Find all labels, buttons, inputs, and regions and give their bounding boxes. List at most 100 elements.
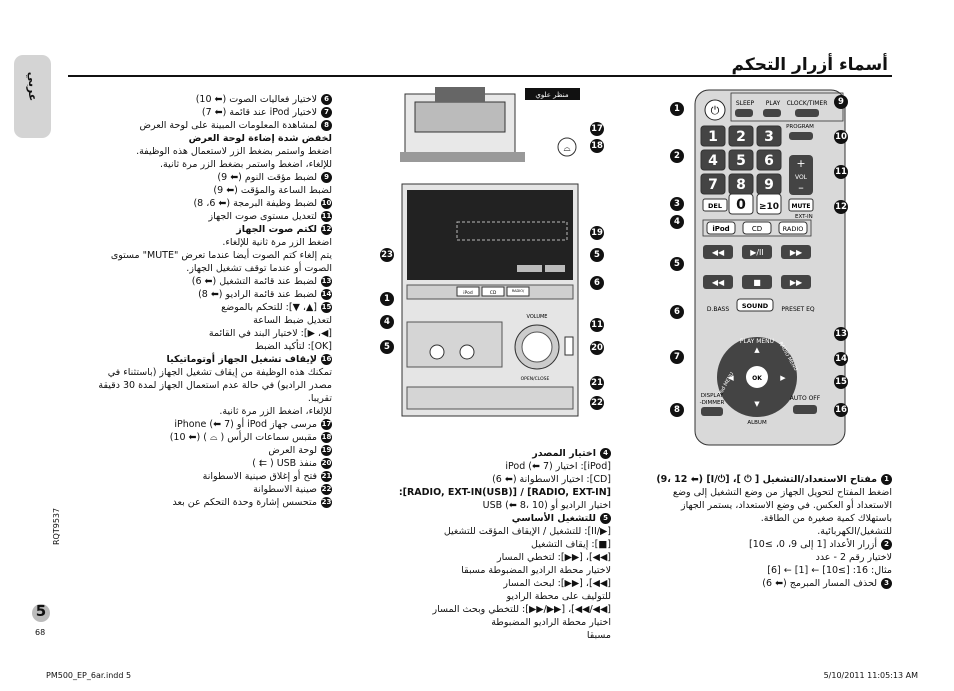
column-right: 1مفتاح الاستعداد/التشغيل [ ⏻ ]، [⏻/I] (⬅… — [630, 473, 892, 590]
item-text: مسبقا — [586, 630, 611, 641]
digit-label-6: 7 — [708, 177, 718, 193]
callout-14: 14 — [834, 352, 848, 366]
item-text: لكتم صوت الجهاز — [236, 224, 317, 235]
item-text: صينية الاسطوانة — [253, 484, 317, 495]
col-line: اضغط المفتاح لتحويل الجهاز من وضع التشغي… — [630, 486, 892, 499]
item-text: [CD]: اختيار الاسطوانة (⬅ 6) — [492, 474, 611, 485]
digit-key-4 — [728, 149, 754, 171]
item-text: [◀◀]، [▶▶]: لتخطي المسار — [497, 552, 611, 563]
svg-text:MUTE: MUTE — [791, 203, 810, 210]
digit-key-3 — [700, 149, 726, 171]
page-number-badge — [32, 604, 50, 622]
item-text: لتعديل ضبط الساعة — [253, 315, 332, 326]
callout-1b: 1 — [380, 292, 394, 306]
col-line: يتم إلغاء كتم الصوت أيضا عندما تعرض "MUT… — [62, 249, 332, 262]
item-text: لخفض شدة إضاءة لوحة العرض — [188, 133, 332, 144]
col-line: لضبط الساعة والمؤقت (⬅ 9) — [62, 184, 332, 197]
item-number: 4 — [600, 448, 611, 459]
callout-6: 6 — [670, 305, 684, 319]
digit-label-0: 1 — [708, 129, 718, 145]
item-text: لحذف المسار المبرمج (⬅ 6) — [762, 578, 877, 589]
sleep-label: SLEEP — [736, 100, 755, 107]
callout-18: 18 — [590, 139, 604, 153]
item-number: 20 — [321, 458, 332, 469]
callout-13: 13 — [834, 327, 848, 341]
digit-label-8: 9 — [764, 177, 774, 193]
callout-19: 19 — [590, 226, 604, 240]
digit-key-2 — [756, 125, 782, 147]
item-number: 5 — [600, 513, 611, 524]
col-line: 3لحذف المسار المبرمج (⬅ 6) — [630, 577, 892, 590]
item-text: تمكنك هذه الوظيفة من إيقاف تشغيل الجهاز … — [107, 367, 332, 378]
callout-23: 23 — [380, 248, 394, 262]
col-line: [CD]: اختيار الاسطوانة (⬅ 6) — [351, 473, 611, 486]
col-line: مصدر الراديو) في حالة عدم استعمال الجهاز… — [62, 379, 332, 392]
item-text: تقريبا. — [307, 393, 332, 404]
svg-text:–: – — [798, 181, 804, 194]
callout-9: 9 — [834, 95, 848, 109]
language-tab — [14, 55, 51, 138]
callout-20: 20 — [590, 341, 604, 355]
svg-text:VOLUME: VOLUME — [527, 314, 548, 320]
digit-label-10: ≥10 — [759, 202, 779, 212]
callout-8: 8 — [670, 403, 684, 417]
item-number: 10 — [321, 198, 332, 209]
col-line: 4اختيار المصدر — [351, 447, 611, 460]
col-line: 23متحسس إشارة وحدة التحكم عن بعد — [62, 496, 332, 509]
col-line: اختيار الراديو أو USB (⬅ 8، 10) — [351, 499, 611, 512]
callout-6b: 6 — [590, 276, 604, 290]
col-line: [RADIO, EXT-IN] / [RADIO, EXT-IN(USB)]: — [351, 486, 611, 499]
item-text: الصوت أو عندما توقف تشغيل الجهاز. — [186, 263, 332, 274]
col-line: 21فتح أو إغلاق صينية الاسطوانة — [62, 470, 332, 483]
svg-text:VOL: VOL — [795, 174, 808, 181]
item-text: مصدر الراديو) في حالة عدم استعمال الجهاز… — [98, 380, 332, 391]
col-line: 15[▲، ▼]: للتحكم بالموضع — [62, 301, 332, 314]
document-code: RQT9537 — [52, 507, 61, 545]
col-line: لخفض شدة إضاءة لوحة العرض — [62, 132, 332, 145]
item-text: [▶/II]: للتشغيل / الإيقاف المؤقت للتشغيل — [443, 526, 611, 537]
svg-text:PROGRAM: PROGRAM — [786, 124, 814, 130]
col-line: 14لضبط عند قائمة الراديو (⬅ 8) — [62, 288, 332, 301]
column-middle: 4اختيار المصدر[iPod]: اختيار iPod (⬅ 7)[… — [351, 447, 611, 642]
col-line: 6لاختيار فعاليات الصوت (⬅ 10) — [62, 93, 332, 106]
item-text: لضبط عند قائمة التشغيل (⬅ 6) — [191, 276, 317, 287]
digit-label-5: 6 — [764, 153, 774, 169]
callout-15: 15 — [834, 375, 848, 389]
svg-text:D.BASS: D.BASS — [707, 306, 730, 313]
col-line: 7لاختيار iPod عند قائمة (⬅ 7) — [62, 106, 332, 119]
col-line: اضغط الزر مرة ثانية للإلغاء. — [62, 236, 332, 249]
item-number: 12 — [321, 224, 332, 235]
col-line: الاستعداد أو العكس. في وضع الاستعداد، يس… — [630, 499, 892, 512]
item-number: 23 — [321, 497, 332, 508]
page-title: أسماء أزرار التحكم — [731, 55, 889, 75]
digit-label-3: 4 — [708, 153, 718, 169]
svg-text:PLAY MENU: PLAY MENU — [740, 338, 774, 345]
item-number: 9 — [321, 172, 332, 183]
item-text: باستهلاك كمية صغيرة من الطاقة. — [760, 513, 892, 524]
item-text: مقبس سماعات الرأس ( ⌓ ) (⬅ 10) — [169, 432, 317, 443]
device-top-view-label: منظر علوي — [535, 91, 569, 99]
svg-text:iPod: iPod — [463, 290, 473, 296]
col-line: 2أزرار الأعداد [1 إلى 9، 0، ≥10] — [630, 538, 892, 551]
col-line: 9لضبط مؤقت النوم (⬅ 9) — [62, 171, 332, 184]
svg-text:+: + — [796, 157, 805, 170]
callout-3: 3 — [670, 197, 684, 211]
col-line: لتعديل ضبط الساعة — [62, 314, 332, 327]
item-text: اضغط المفتاح لتحويل الجهاز من وضع التشغي… — [672, 487, 892, 498]
svg-text:ALBUM: ALBUM — [747, 420, 767, 426]
item-text: اضغط الزر مرة ثانية للإلغاء. — [222, 237, 332, 248]
callout-2: 2 — [670, 149, 684, 163]
digit-key-6 — [700, 173, 726, 195]
digit-label-4: 5 — [736, 153, 746, 169]
item-text: مفتاح الاستعداد/التشغيل [ ⏻ ]، [⏻/I] (⬅ … — [656, 474, 877, 485]
item-text: لاختيار محطة الراديو المضبوطة مسبقا — [461, 565, 611, 576]
col-line: [iPod]: اختيار iPod (⬅ 7) — [351, 460, 611, 473]
col-line: الصوت أو عندما توقف تشغيل الجهاز. — [62, 262, 332, 275]
callout-7: 7 — [670, 350, 684, 364]
digit-key-0 — [700, 125, 726, 147]
callout-16: 16 — [834, 403, 848, 417]
svg-text:⏻: ⏻ — [711, 104, 720, 117]
page-number: 5 — [35, 602, 47, 620]
item-text: للتوليف على محطة الراديو — [506, 591, 611, 602]
item-text: لضبط عند قائمة الراديو (⬅ 8) — [198, 289, 317, 300]
